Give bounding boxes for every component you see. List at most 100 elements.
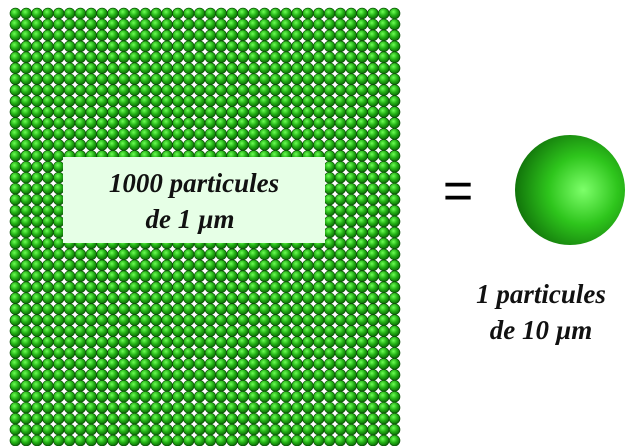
small-particle [367, 358, 379, 370]
small-particle [323, 182, 336, 195]
small-particle [226, 380, 238, 392]
small-particle [345, 51, 357, 63]
small-particle [74, 128, 87, 140]
small-particle [42, 380, 54, 392]
small-particle [53, 117, 65, 129]
small-particle [74, 325, 87, 337]
small-particle [204, 106, 217, 118]
small-particle [118, 423, 130, 436]
small-particle [313, 73, 325, 85]
small-particle [313, 401, 325, 414]
small-particle [269, 106, 282, 118]
small-particle [161, 314, 173, 326]
small-particle [215, 18, 227, 31]
small-particle [378, 380, 390, 392]
small-particle [345, 40, 357, 53]
small-particle [258, 336, 271, 348]
small-particle [226, 84, 238, 96]
small-particle [345, 215, 357, 228]
small-particle [150, 390, 162, 403]
small-particle [226, 314, 238, 326]
small-particle [237, 139, 249, 151]
small-particle [237, 270, 249, 282]
small-particle [388, 18, 401, 31]
small-particle [9, 303, 22, 315]
small-particle [9, 259, 22, 272]
small-particle [323, 106, 336, 118]
small-particle [107, 117, 119, 129]
small-particle [313, 139, 325, 151]
small-particle [269, 62, 282, 74]
small-particle [248, 84, 260, 96]
small-particle [150, 336, 162, 348]
small-particle [31, 150, 43, 162]
small-particle [378, 18, 390, 31]
small-particle [63, 106, 76, 118]
small-particle [215, 95, 227, 107]
small-particle [356, 358, 368, 370]
small-particle [85, 412, 97, 425]
small-particle [313, 292, 325, 304]
small-particle [96, 128, 108, 140]
small-particle [388, 423, 401, 436]
small-particle [248, 51, 260, 63]
small-particle [183, 248, 195, 261]
small-particle [53, 292, 65, 304]
small-particle [204, 380, 217, 392]
small-particle [313, 95, 325, 107]
small-particle [20, 292, 32, 304]
small-particle [269, 281, 282, 293]
small-particle [9, 369, 22, 381]
small-particle [42, 7, 54, 20]
small-particle [215, 84, 227, 96]
small-particle [248, 7, 260, 20]
small-particle [356, 84, 368, 96]
small-particle [96, 29, 108, 42]
small-particle [248, 314, 260, 326]
small-particle [356, 281, 368, 293]
small-particle [107, 7, 119, 20]
small-particle [118, 303, 130, 315]
small-particle [378, 215, 390, 228]
small-particle [323, 117, 336, 129]
small-particle [139, 314, 152, 326]
small-particle [280, 117, 292, 129]
small-particle [248, 117, 260, 129]
small-particle [161, 281, 173, 293]
small-particle [74, 270, 87, 282]
small-particle [193, 303, 206, 315]
small-particle [53, 369, 65, 381]
small-particle [63, 62, 76, 74]
small-particle [128, 292, 141, 304]
small-particle [313, 270, 325, 282]
small-particle [150, 139, 162, 151]
small-particle [280, 51, 292, 63]
small-particle [42, 204, 54, 217]
small-particle [118, 139, 130, 151]
small-particle [258, 51, 271, 63]
small-particle [248, 412, 260, 425]
small-particle [20, 358, 32, 370]
small-particle [9, 84, 22, 96]
small-particle [31, 117, 43, 129]
small-particle [215, 303, 227, 315]
small-particle [269, 369, 282, 381]
small-particle [107, 18, 119, 31]
small-particle [31, 336, 43, 348]
small-particle [63, 29, 76, 42]
small-particle [258, 84, 271, 96]
small-particle [334, 73, 347, 85]
small-particle [161, 292, 173, 304]
small-particle [356, 7, 368, 20]
small-particle [107, 62, 119, 74]
small-particle [291, 128, 303, 140]
small-particle [367, 292, 379, 304]
small-particle [226, 303, 238, 315]
small-particle [31, 369, 43, 381]
small-particle [302, 314, 314, 326]
small-particle [388, 215, 401, 228]
small-particle [204, 281, 217, 293]
small-particle [107, 73, 119, 85]
small-particle [204, 390, 217, 403]
